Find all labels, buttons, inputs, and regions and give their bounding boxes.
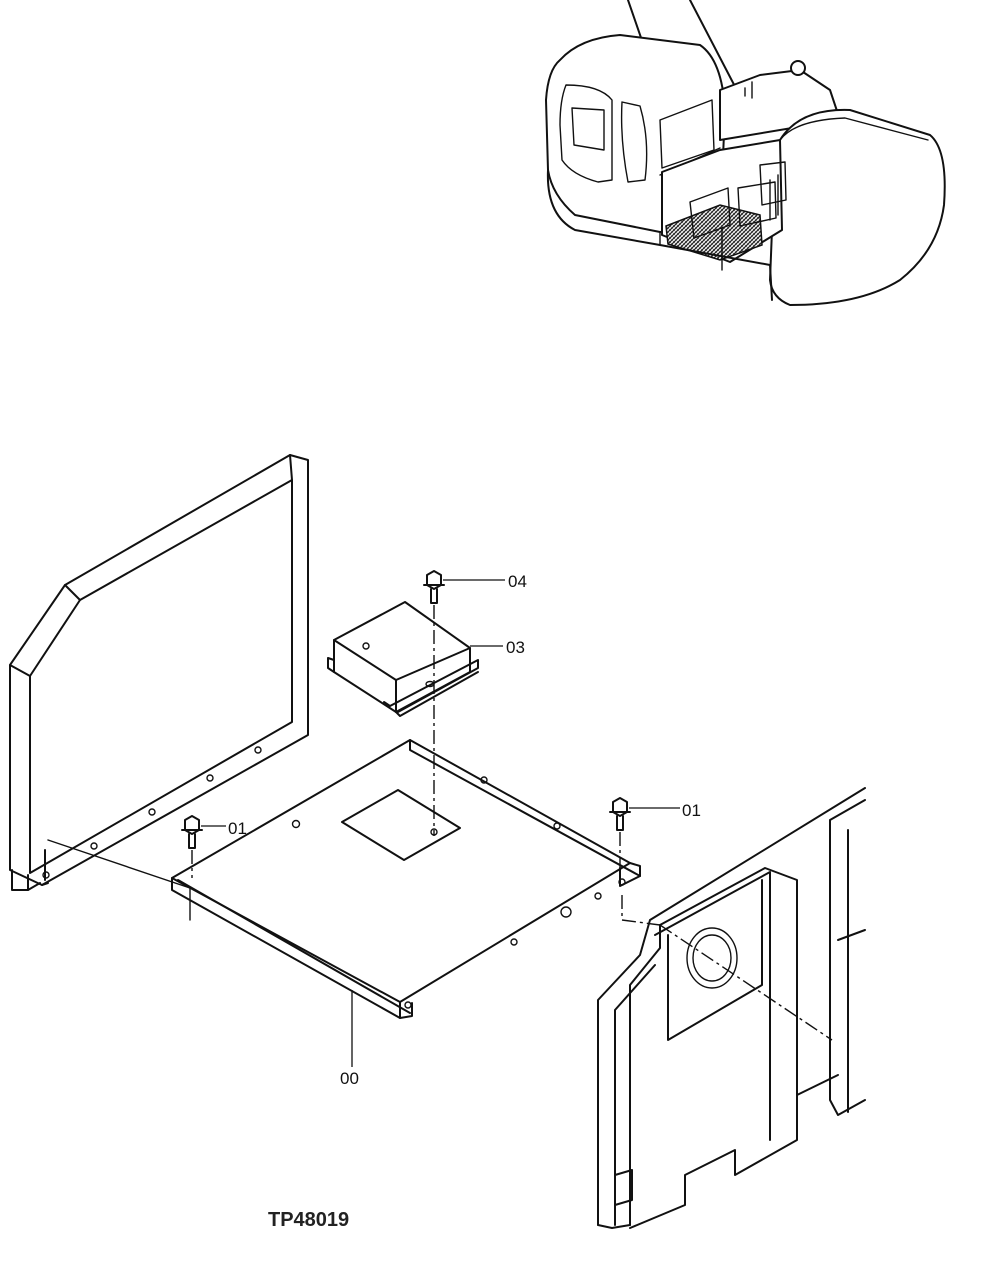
- callout-03: 03: [506, 638, 525, 657]
- machine-overview-inset: [545, 0, 946, 306]
- callout-01-left: 01: [228, 819, 247, 838]
- callout-00: 00: [340, 1069, 359, 1088]
- assembly-axes: [191, 605, 621, 878]
- leader-lines: [201, 579, 680, 1067]
- right-side-frame: [597, 787, 866, 1229]
- controller-box: [327, 601, 479, 717]
- left-side-frame: [9, 454, 309, 921]
- drawing-number: TP48019: [268, 1209, 349, 1231]
- bolt-top: [423, 570, 445, 604]
- bolt-left: [181, 815, 203, 849]
- bolt-right: [609, 797, 631, 831]
- mounting-plate: [171, 739, 641, 1019]
- callout-04: 04: [508, 572, 527, 591]
- callout-01-right: 01: [682, 801, 701, 820]
